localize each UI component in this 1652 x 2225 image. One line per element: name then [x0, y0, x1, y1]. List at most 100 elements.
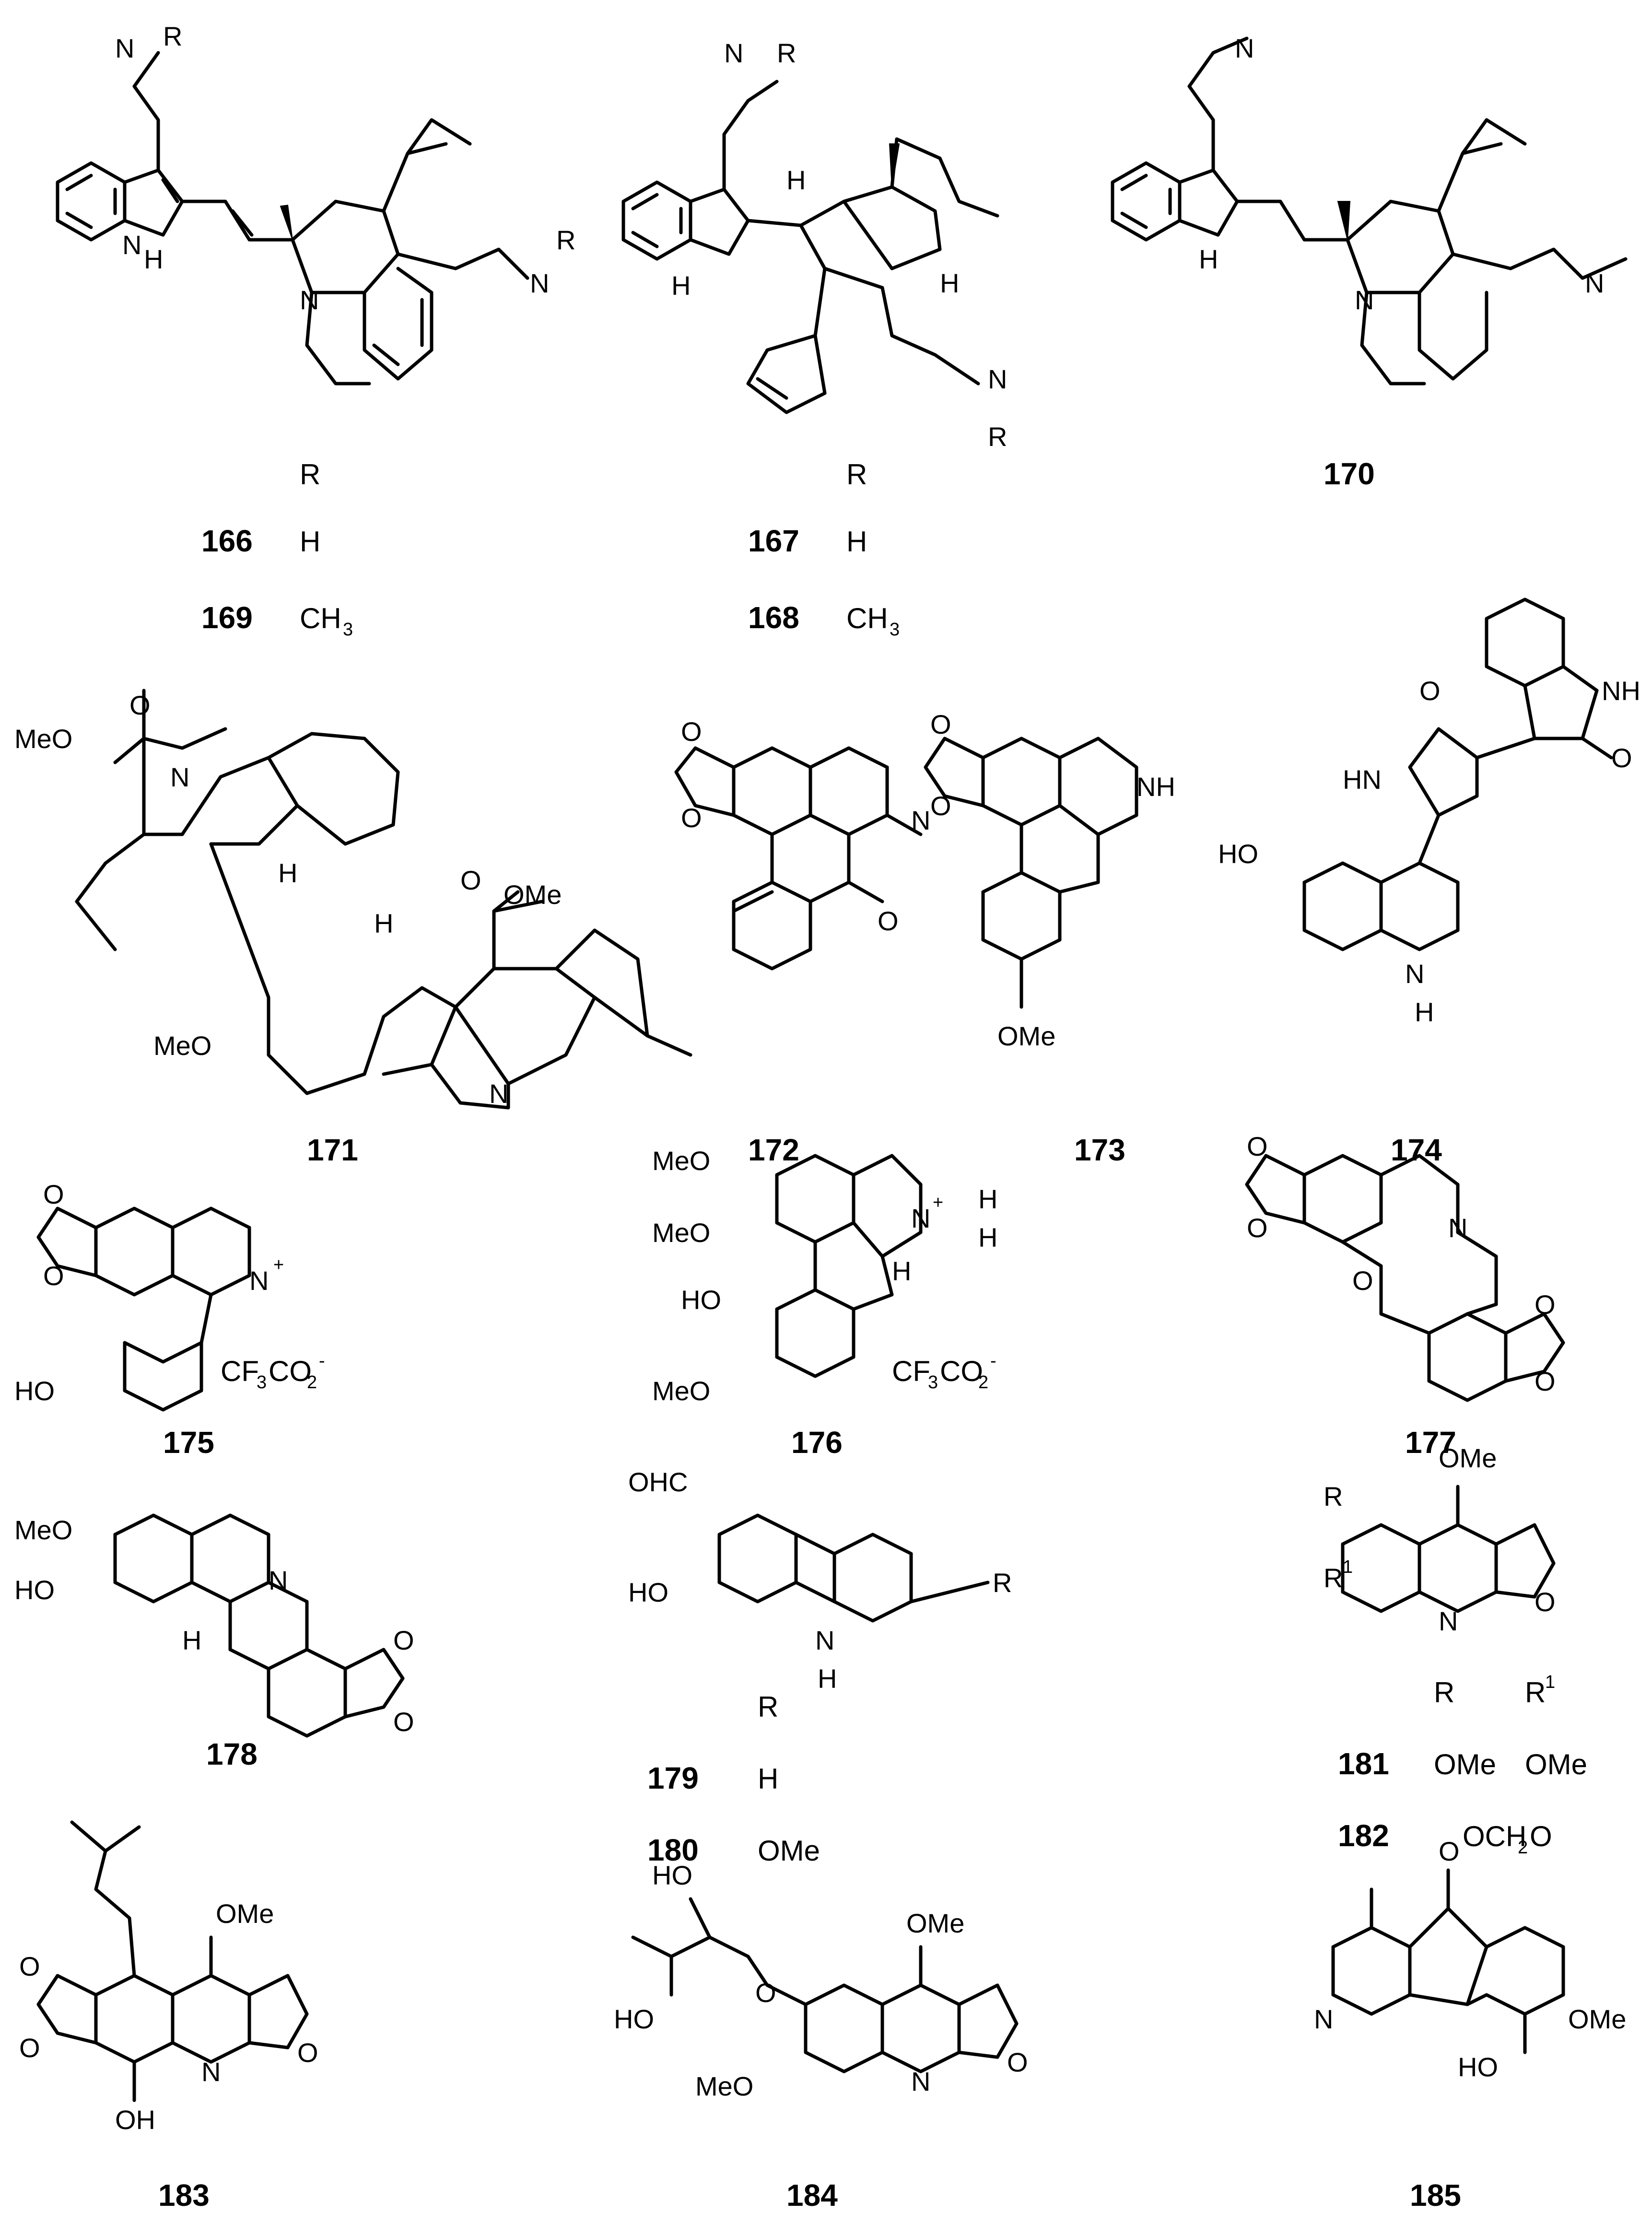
atom-ome-173: OMe	[997, 1021, 1055, 1051]
value-182-a: OCH	[1463, 1820, 1526, 1852]
counterion-176-b: 3	[928, 1372, 938, 1393]
atom-o-174: O	[1419, 676, 1441, 706]
atom-n-indole: N	[122, 230, 141, 260]
label-170: 170	[1324, 457, 1375, 491]
structure-171	[75, 689, 692, 1110]
atom-h3-167: H	[940, 268, 959, 298]
atom-meo-176: MeO	[652, 1146, 710, 1176]
atom-h3-176: H	[892, 1256, 911, 1286]
atom-h-179: H	[818, 1663, 837, 1694]
atom-o-183: O	[19, 1951, 40, 1981]
structure-172	[674, 746, 923, 971]
atom-o2-172: O	[681, 803, 702, 833]
value-180: OMe	[758, 1835, 820, 1867]
structure-184	[631, 1897, 1019, 2073]
value-181-r1: OMe	[1525, 1748, 1587, 1780]
atom-r-167: R	[777, 38, 796, 68]
atom-n-175: N	[249, 1265, 269, 1296]
atom-ohc-179: OHC	[628, 1467, 688, 1497]
counterion-175-c: CO	[269, 1355, 312, 1387]
atom-n2: N	[530, 268, 549, 298]
table-166-header: R	[300, 458, 320, 491]
label-182: 182	[1338, 1818, 1389, 1853]
label-172: 172	[748, 1133, 799, 1167]
atom-r2-167: R	[988, 422, 1007, 452]
atom-o-171: O	[129, 690, 151, 720]
atom-n-181: N	[1439, 1606, 1458, 1636]
atom-n-177: N	[1448, 1213, 1467, 1243]
atom-ho-178: HO	[14, 1575, 55, 1605]
counterion-176-e: -	[990, 1351, 996, 1371]
atom-meo2-176: MeO	[652, 1218, 710, 1248]
atom-meo-178: MeO	[14, 1515, 72, 1545]
atom-ho-185: HO	[1458, 2052, 1498, 2082]
atom-ho-179: HO	[628, 1577, 668, 1607]
atom-r2: R	[556, 225, 575, 255]
structure-166-169	[56, 51, 529, 386]
atom-r1-sup-181: 1	[1343, 1557, 1353, 1577]
atom-o2-177: O	[1247, 1213, 1268, 1243]
atom-n-178: N	[269, 1565, 288, 1595]
label-177: 177	[1405, 1425, 1456, 1460]
label-174: 174	[1391, 1133, 1442, 1167]
counterion-175-b: 3	[257, 1372, 267, 1393]
atom-n2-171: N	[489, 1078, 508, 1109]
atom-n: N	[115, 33, 134, 63]
atom-h-170: H	[1199, 244, 1218, 274]
atom-h2-176: H	[978, 1222, 997, 1253]
atom-h2-171: H	[374, 908, 393, 938]
value-167: H	[846, 526, 867, 558]
label-171: 171	[307, 1133, 358, 1167]
structure-176	[775, 1154, 923, 1378]
atom-ome-185: OMe	[1568, 2004, 1626, 2034]
atom-ome-184: OMe	[906, 1908, 964, 1938]
value-179: H	[758, 1763, 778, 1795]
atom-o3-183: O	[297, 2038, 318, 2068]
counterion-175-e: -	[319, 1351, 325, 1371]
atom-ho-184: HO	[652, 1860, 692, 1890]
table-179-header: R	[758, 1691, 778, 1723]
label-184: 184	[786, 2178, 838, 2213]
value-166: H	[300, 526, 320, 558]
atom-meo-171: MeO	[14, 724, 72, 754]
atom-r-179: R	[993, 1568, 1012, 1598]
atom-ho2-184: HO	[614, 2004, 654, 2034]
atom-n-183: N	[201, 2057, 221, 2087]
atom-ho-175: HO	[14, 1376, 55, 1406]
atom-o-172: O	[681, 716, 702, 747]
atom-n2-170: N	[1585, 268, 1604, 298]
atom-o2-178: O	[393, 1707, 414, 1737]
atom-ho-176: HO	[681, 1285, 721, 1315]
atom-o2-183: O	[19, 2033, 40, 2063]
atom-o3-172: O	[878, 906, 899, 936]
atom-h-171: H	[278, 858, 297, 888]
atom-o3-177: O	[1352, 1265, 1373, 1296]
atom-o-181: O	[1535, 1587, 1556, 1617]
label-169: 169	[201, 600, 253, 635]
atom-n-170: N	[1235, 33, 1254, 63]
charge-175: +	[273, 1255, 284, 1275]
atom-hn-174: HN	[1343, 764, 1382, 795]
atom-n-ring: N	[300, 285, 319, 315]
atom-n-184: N	[911, 2066, 930, 2096]
value-181-r: OMe	[1434, 1748, 1496, 1780]
label-183: 183	[158, 2178, 210, 2213]
table-167-header: R	[846, 458, 867, 491]
atom-nh: H	[144, 244, 163, 274]
table-181-header-r: R	[1434, 1676, 1454, 1709]
atom-r1-181: R	[1324, 1563, 1343, 1593]
structure-177	[1245, 1154, 1565, 1402]
atom-o-178: O	[393, 1625, 414, 1655]
atom-o-175: O	[43, 1179, 64, 1209]
atom-n-171: N	[170, 762, 189, 792]
atom-h1-176: H	[978, 1184, 997, 1214]
atom-o-184: O	[755, 1978, 776, 2008]
atom-o-177: O	[1247, 1131, 1268, 1161]
label-178: 178	[206, 1737, 258, 1771]
value-182-sub: 2	[1518, 1838, 1528, 1858]
label-166: 166	[201, 524, 253, 558]
atom-h-174: H	[1415, 997, 1434, 1027]
atom-o2-184: O	[1007, 2047, 1028, 2077]
atom-ho-174: HO	[1218, 839, 1258, 869]
counterion-175-a: CF	[221, 1355, 259, 1387]
